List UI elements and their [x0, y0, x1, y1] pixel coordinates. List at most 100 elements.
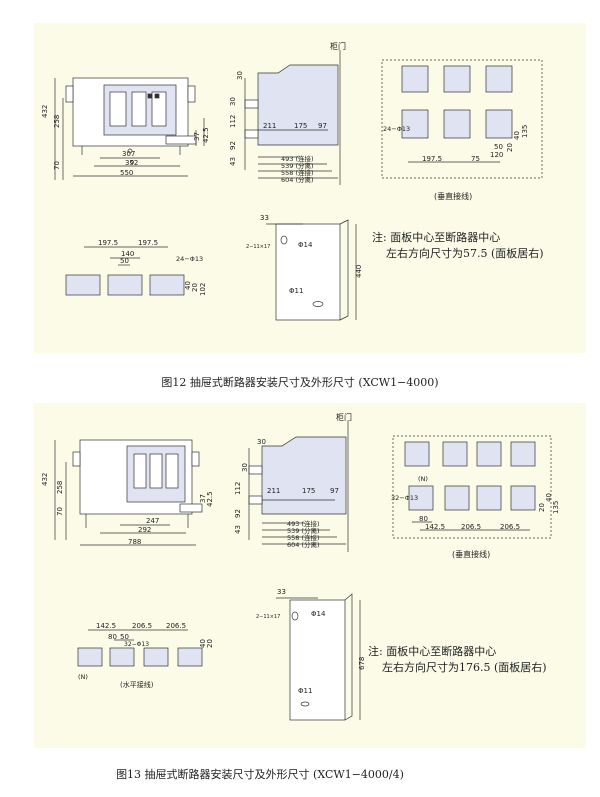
fig13-front-view: [54, 439, 203, 546]
fig12-vt-d20: 20: [506, 143, 514, 152]
fig13-ht-d206-5b: 206.5: [166, 622, 186, 630]
fig13-side-l604: 604 (分离): [287, 540, 320, 549]
fig13-vt-label: (垂直接线): [452, 549, 490, 559]
fig13-side-l493: 493 (连接): [287, 519, 320, 528]
fig13-ht-d80: 80: [108, 633, 117, 641]
fig12-mp-phi11: Φ11: [289, 287, 303, 295]
fig12-side-d30b: 30: [229, 97, 237, 106]
fig13-front-w247: 247: [146, 517, 159, 525]
fig12-note: 注: 面板中心至断路器中心 左右方向尺寸为57.5 (面板居右): [372, 230, 544, 262]
fig13-vt-d206-5a: 206.5: [461, 523, 481, 531]
fig12-side-d211: 211: [263, 122, 276, 130]
fig12-vt-d120: 120: [490, 151, 503, 159]
fig12-side-l558: 558 (连接): [281, 168, 314, 177]
fig12-front-h432: 432: [41, 105, 49, 118]
fig12-front-w352: 352: [125, 159, 138, 167]
fig12-side-l493: 493 (连接): [281, 154, 314, 163]
fig12-vertical-terminals: [381, 59, 543, 179]
fig13-side-l539: 539 (分离): [287, 526, 320, 535]
fig13-mounting-plate: [276, 593, 361, 721]
fig13-side-d43: 43: [234, 525, 242, 534]
fig13-vt-n: (N): [418, 475, 428, 483]
fig13-vt-d206-5b: 206.5: [500, 523, 520, 531]
fig13-ht-d20: 20: [206, 639, 214, 648]
fig13-ht-d40: 40: [199, 639, 207, 648]
fig13-vt-d142-5: 142.5: [425, 523, 445, 531]
fig13-mp-d33: 33: [277, 588, 286, 596]
fig13-side-l558: 558 (连接): [287, 533, 320, 542]
fig12-side-d43: 43: [229, 157, 237, 166]
fig13-front-w292: 292: [138, 526, 151, 534]
fig13-front-h42-5: 42.5: [206, 491, 214, 507]
fig12-ht-d40: 40: [184, 281, 192, 290]
fig13-ht-d206-5a: 206.5: [132, 622, 152, 630]
fig13-side-d211: 211: [267, 487, 280, 495]
fig13-note: 注: 面板中心至断路器中心 左右方向尺寸为176.5 (面板居右): [368, 644, 547, 676]
fig12-side-l539: 539 (分离): [281, 161, 314, 170]
figure-12-caption: 图12 抽屉式断路器安装尺寸及外形尺寸 (XCW1−4000): [161, 376, 439, 389]
fig12-front-h37: 37: [193, 132, 201, 141]
fig12-vt-d75: 75: [471, 155, 480, 163]
fig13-side-d30a: 30: [257, 438, 266, 446]
fig12-mp-phi14: Φ14: [298, 241, 313, 249]
fig13-ht-holes: 32−Φ13: [124, 641, 149, 648]
fig13-front-h70: 70: [56, 507, 64, 516]
fig12-ht-d20: 20: [191, 283, 199, 292]
fig12-front-view: [54, 77, 205, 180]
fig13-ht-d50: 50: [120, 633, 129, 641]
fig13-horizontal-terminals: [77, 629, 203, 667]
fig13-mp-slot: 2−11×17: [256, 614, 280, 620]
fig13-note-line2: 左右方向尺寸为176.5 (面板居右): [382, 661, 547, 674]
fig13-side-view: [248, 420, 349, 552]
fig12-ht-d50: 50: [120, 257, 129, 265]
fig12-side-d112: 112: [229, 115, 237, 128]
fig13-side-d30b: 30: [241, 463, 249, 472]
fig13-note-line1: 注: 面板中心至断路器中心: [368, 645, 497, 658]
fig12-cabinet-door-label: 柜门: [330, 41, 346, 51]
fig12-side-d175: 175: [294, 122, 307, 130]
fig12-mounting-plate: [266, 219, 357, 321]
fig13-front-h432: 432: [41, 473, 49, 486]
fig12-ht-d197-5b: 197.5: [138, 239, 158, 247]
fig13-side-d175: 175: [302, 487, 315, 495]
fig13-front-w788: 788: [128, 538, 141, 546]
fig12-side-l604: 604 (分离): [281, 175, 314, 184]
fig12-vt-d135: 135: [521, 125, 529, 138]
fig13-front-h37: 37: [199, 494, 207, 503]
fig12-front-h258: 258: [53, 115, 61, 128]
fig13-side-d112: 112: [234, 482, 242, 495]
fig13-front-h258: 258: [56, 481, 64, 494]
fig13-mp-phi14: Φ14: [311, 610, 326, 618]
fig12-mp-d33: 33: [260, 214, 269, 222]
fig12-side-d97: 97: [318, 122, 327, 130]
fig12-ht-d140: 140: [121, 250, 134, 258]
fig12-vt-d197-5: 197.5: [422, 155, 442, 163]
fig12-front-h42-5: 42.5: [202, 127, 210, 143]
fig12-note-line1: 注: 面板中心至断路器中心: [372, 231, 501, 244]
fig13-mp-d678: 678: [358, 657, 366, 670]
fig12-front-h70: 70: [53, 161, 61, 170]
fig12-vt-label: (垂直接线): [434, 191, 472, 201]
fig12-side-d30a: 30: [236, 71, 244, 80]
fig12-front-w307: 307: [122, 150, 135, 158]
fig12-vt-d40: 40: [513, 131, 521, 140]
fig12-note-line2: 左右方向尺寸为57.5 (面板居右): [386, 247, 544, 260]
fig12-vt-d50: 50: [494, 143, 503, 151]
fig13-vt-d20: 20: [538, 503, 546, 512]
fig12-ht-d197-5a: 197.5: [98, 239, 118, 247]
fig13-ht-n: (N): [78, 673, 88, 681]
fig13-vt-d40: 40: [545, 493, 553, 502]
fig12-mp-slot: 2−11×17: [246, 244, 270, 250]
fig12-front-w550: 550: [120, 169, 133, 177]
fig12-mp-d440: 440: [355, 265, 363, 278]
fig12-side-d92: 92: [229, 141, 237, 150]
fig12-ht-holes: 24−Φ13: [176, 255, 203, 263]
fig13-vt-d135: 135: [552, 501, 560, 514]
fig12-vt-holes: 24−Φ13: [383, 125, 410, 133]
fig13-ht-label: (水平接线): [120, 680, 154, 689]
figure-13-caption: 图13 抽屉式断路器安装尺寸及外形尺寸 (XCW1−4000/4): [116, 768, 404, 781]
fig13-side-d97: 97: [330, 487, 339, 495]
fig13-vt-d80: 80: [419, 515, 428, 523]
fig12-ht-d102: 102: [199, 283, 207, 296]
